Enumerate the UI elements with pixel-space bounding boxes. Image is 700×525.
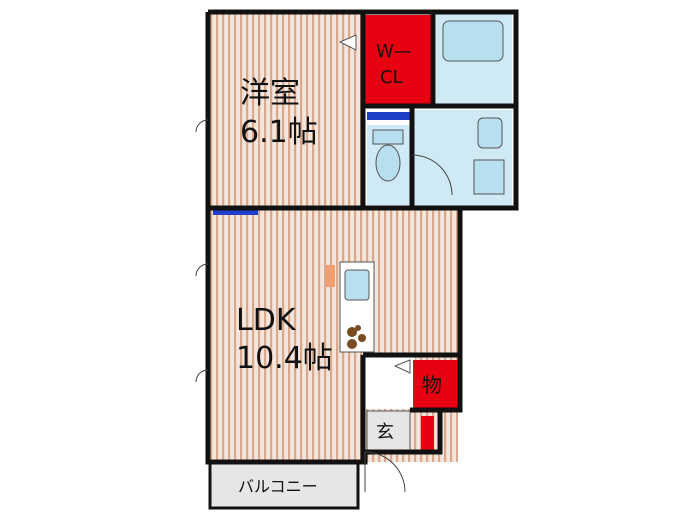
door-arrow-closet [338,34,357,51]
kitchen-sink [344,269,370,301]
partition-marker [213,207,258,215]
stove-burner-4 [355,325,361,331]
walk-in-closet [365,15,433,104]
entrance-floor [366,410,411,452]
western-room-floor [208,13,363,210]
balcony [208,461,360,510]
shoe-box [421,416,434,450]
ldk-floor [208,210,458,462]
door-arrow-storage [393,359,411,374]
entrance-label: 玄 [376,422,394,443]
storage-label: 物 [422,373,442,397]
western-room-size: 6.1帖 [240,115,318,150]
door-swings [195,119,453,493]
closet-label-2: CL [380,67,403,88]
ldk-size: 10.4帖 [236,341,333,376]
closet-label-1: W— [376,41,412,62]
stove-burner-3 [358,334,366,342]
ldk-name: LDK [236,303,297,338]
toilet-bowl [375,144,401,182]
washbasin [477,117,503,149]
stove-burner-2 [347,339,357,349]
walls [205,9,519,465]
washing-machine [473,159,505,195]
kitchen-accent [326,265,335,287]
western-room-name: 洋室 [240,76,300,111]
balcony-label: バルコニー [238,477,318,496]
storage [413,360,459,408]
stove-burner-1 [347,327,357,337]
bathtub [442,20,504,62]
toilet-tank [372,129,404,145]
closet-marker [367,112,410,120]
